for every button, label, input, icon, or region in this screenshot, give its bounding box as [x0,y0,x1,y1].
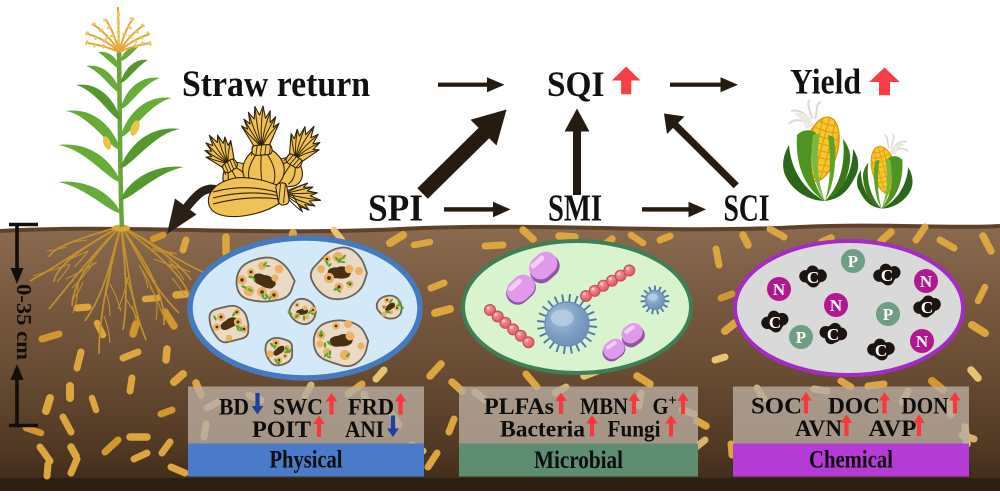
svg-text:N: N [920,272,933,291]
svg-text:N: N [916,332,929,351]
svg-text:P: P [883,305,893,324]
svg-text:Bacteria: Bacteria [500,417,586,442]
svg-text:0-35 cm: 0-35 cm [12,284,36,361]
svg-text:P: P [796,328,806,347]
svg-text:N: N [830,296,843,315]
svg-text:G: G [653,394,669,419]
svg-text:MBN: MBN [580,394,628,419]
svg-text:AVN: AVN [795,416,842,441]
svg-text:Yield: Yield [790,62,861,102]
svg-text:FRD: FRD [348,395,394,420]
svg-text:Chemical: Chemical [809,447,893,474]
svg-text:+: + [668,393,677,409]
svg-text:PLFAs: PLFAs [484,394,554,419]
svg-text:C: C [875,341,887,360]
svg-text:N: N [773,280,786,299]
svg-text:POIT: POIT [252,417,311,442]
svg-text:C: C [881,266,893,285]
svg-text:BD: BD [219,395,249,420]
svg-text:SOC: SOC [751,394,802,419]
svg-text:DOC: DOC [828,394,880,419]
svg-text:Physical: Physical [270,447,343,474]
svg-text:P: P [848,252,858,271]
svg-text:ANI: ANI [345,417,384,442]
svg-text:Straw return: Straw return [182,64,370,105]
svg-text:SQI: SQI [547,64,605,104]
svg-text:C: C [827,325,839,344]
svg-text:DON: DON [902,394,949,419]
svg-text:SPI: SPI [368,188,423,230]
svg-text:C: C [921,298,933,317]
svg-text:C: C [769,313,781,332]
svg-text:Microbial: Microbial [534,447,623,474]
svg-text:Fungi: Fungi [608,417,662,442]
svg-text:C: C [807,268,819,287]
svg-text:AVP: AVP [869,416,917,441]
svg-text:SWC: SWC [273,395,323,420]
svg-text:SCI: SCI [724,188,770,230]
